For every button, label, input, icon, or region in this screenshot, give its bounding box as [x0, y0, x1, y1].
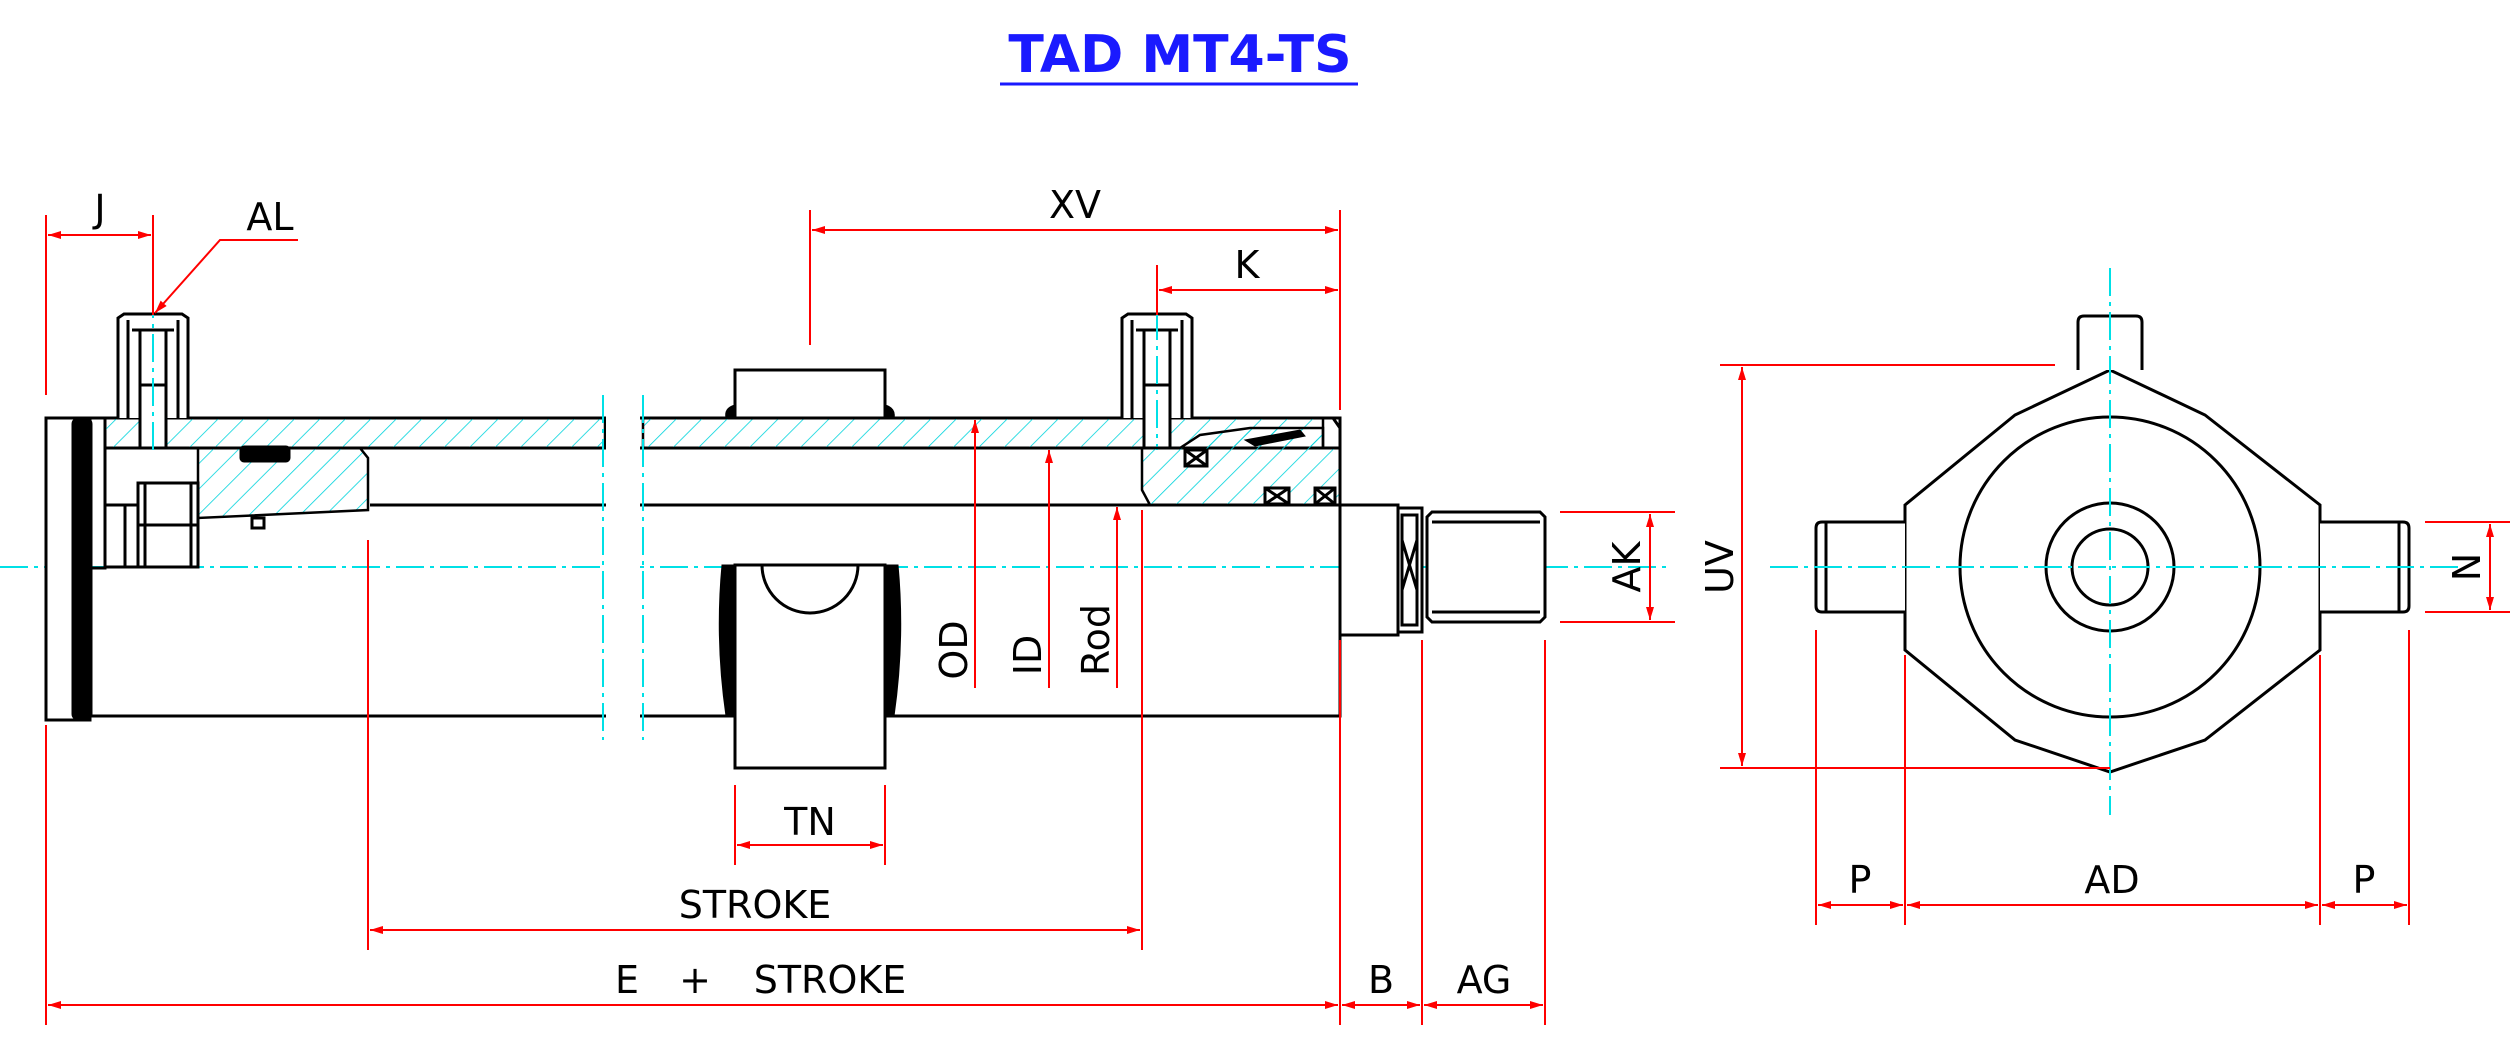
label-UV: UV [1698, 540, 1742, 594]
side-dimensions: J AL XV K OD ID Rod AK TN [45, 183, 1675, 1025]
label-AD: AD [2084, 858, 2139, 902]
trunnion [718, 368, 902, 770]
label-plus: + [679, 958, 711, 1002]
label-P-left: P [1849, 858, 1872, 902]
end-view-centerlines [1770, 268, 2460, 815]
end-view-clean [1700, 300, 2515, 790]
piston-seal-small [250, 516, 266, 530]
drawing-title: TAD MT4-TS [1008, 25, 1351, 85]
label-AK: AK [1605, 540, 1649, 592]
gland [1140, 426, 1342, 507]
label-Rod: Rod [1074, 604, 1118, 676]
rod-thread [1425, 510, 1547, 624]
piston-rod-inner-2 [123, 503, 140, 569]
label-AG: AG [1457, 958, 1512, 1002]
front-cap [1323, 416, 1342, 718]
label-K: K [1235, 243, 1261, 287]
label-N: N [2445, 553, 2489, 581]
piston-seal [239, 445, 291, 463]
break-gap [606, 400, 640, 730]
end-dimensions: UV N P AD P [1698, 364, 2510, 925]
side-view [0, 268, 1670, 770]
rod-flat-cross [1400, 539, 1419, 591]
label-B: B [1368, 958, 1394, 1002]
gland-seals [1183, 429, 1337, 506]
piston-rod-inner [103, 503, 127, 569]
label-AL: AL [246, 195, 293, 239]
label-STROKE-2: STROKE [754, 958, 907, 1002]
label-ID: ID [1006, 635, 1050, 675]
label-J: J [92, 187, 105, 231]
piston-rod [1338, 503, 1400, 637]
label-XV: XV [1049, 183, 1101, 227]
label-TN: TN [783, 800, 836, 844]
barrel-wall-top [103, 416, 607, 450]
label-P-right: P [2353, 858, 2376, 902]
label-STROKE: STROKE [679, 883, 832, 927]
label-E: E [615, 958, 639, 1002]
label-OD: OD [932, 620, 976, 679]
